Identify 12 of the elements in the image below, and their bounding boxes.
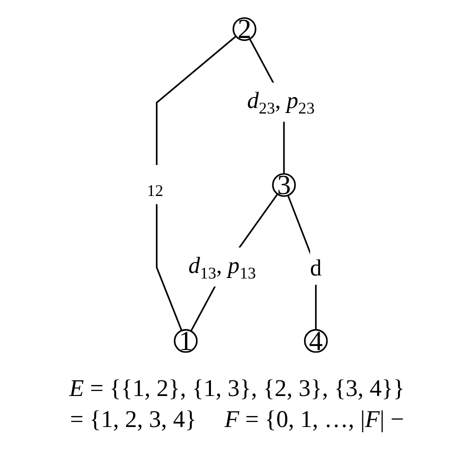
equation-text: = {1, 2, 3, 4} (70, 407, 197, 434)
node-circle: 4 (304, 329, 328, 353)
node-circle: 3 (272, 173, 296, 197)
equation-text: E = {{1, 2}, {1, 3}, {2, 3}, {3, 4}} (69, 376, 405, 403)
connector (156, 36, 236, 331)
equation-text: F = {0, 1, …, |F| − (224, 407, 404, 434)
edge-label: 12 (147, 182, 164, 200)
edge-label: d$_{23}$, p$_{23}$ (247, 86, 315, 118)
node-circle: 1 (174, 329, 198, 353)
edge-label: d (310, 254, 322, 281)
node-circle: 2 (232, 17, 256, 41)
edge-label: d$_{13}$, p$_{13}$ (188, 252, 256, 283)
